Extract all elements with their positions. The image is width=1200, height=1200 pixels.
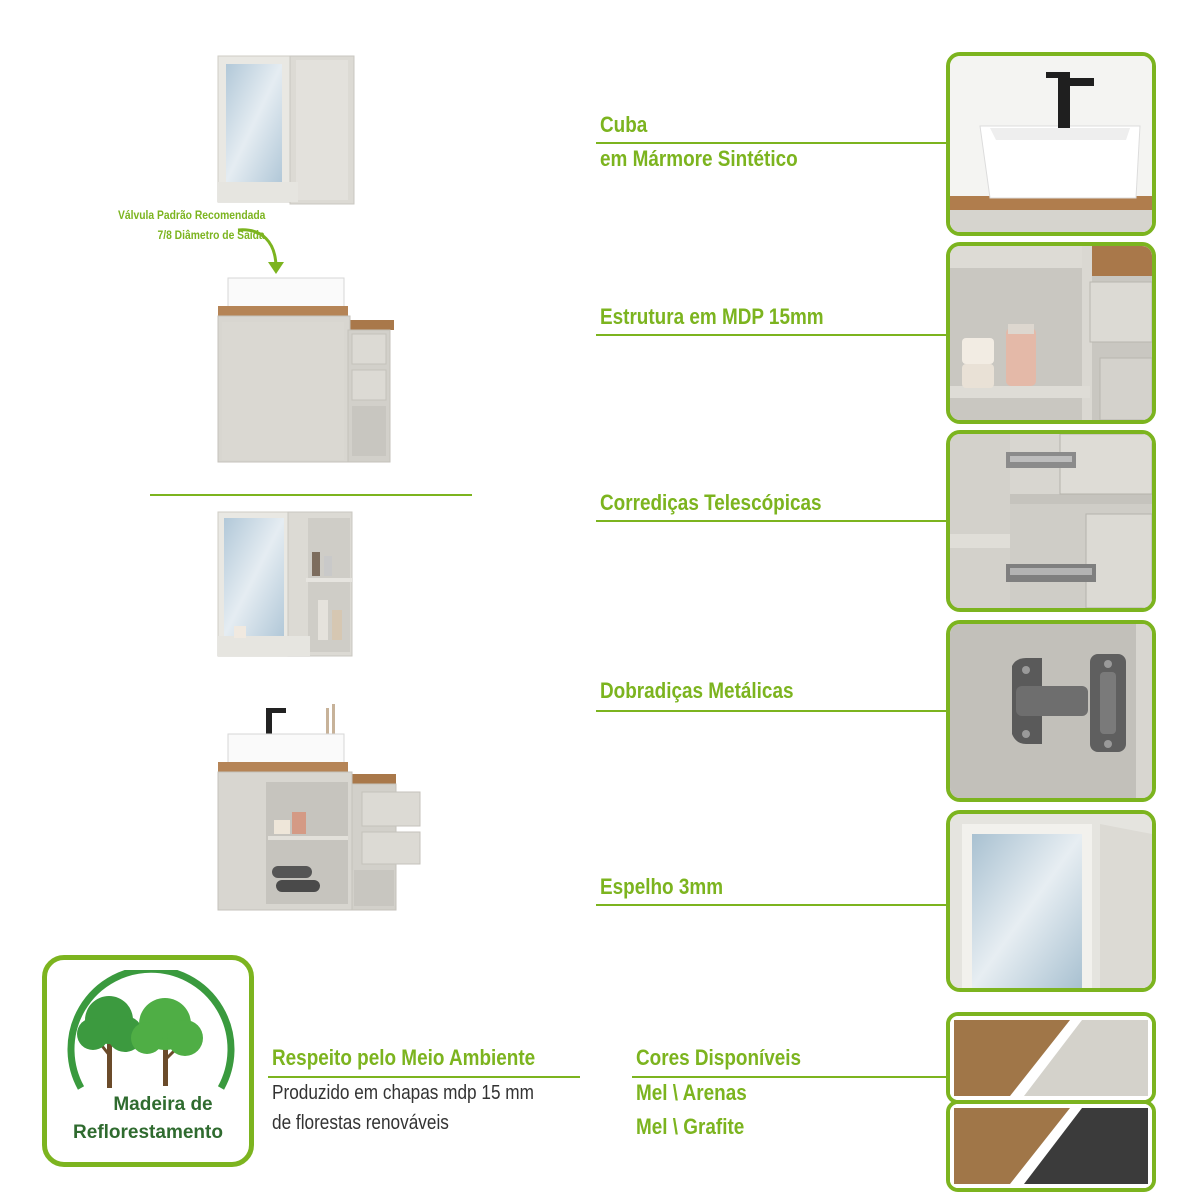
- vanity-open: [217, 704, 421, 911]
- product-illustrations-drawing: [150, 55, 472, 911]
- drawer-slides-image: [950, 434, 1152, 608]
- feature-estrutura-title: Estrutura em MDP 15mm: [600, 304, 824, 329]
- feature-cuba-line: [596, 142, 948, 144]
- mirror-cabinet-open: [217, 511, 353, 657]
- eco-title: Respeito pelo Meio Ambiente: [272, 1045, 536, 1070]
- product-illustrations: [140, 40, 480, 940]
- sink-image: [950, 56, 1152, 232]
- feature-corredicas-line: [596, 520, 948, 522]
- color-option-mel-grafite: Mel \ Grafite: [636, 1114, 745, 1139]
- feature-corredicas-title: Corrediças Telescópicas: [600, 490, 822, 515]
- color-option-mel-arenas: Mel \ Arenas: [636, 1080, 747, 1105]
- feature-cuba-title: Cuba: [600, 112, 648, 137]
- swatch-mel-grafite-graphic: [950, 1104, 1152, 1188]
- swatch-mel-grafite: [946, 1100, 1156, 1192]
- eco-text-line1: Produzido em chapas mdp 15 mm: [272, 1082, 534, 1104]
- valve-note-line1: Válvula Padrão Recomendada: [117, 208, 265, 222]
- feature-espelho-photo: [946, 810, 1156, 992]
- trees-icon: [67, 970, 235, 1090]
- feature-cuba-subtitle: em Mármore Sintético: [600, 146, 798, 171]
- swatch-mel-arenas: [946, 1012, 1156, 1104]
- badge-line1: Madeira de: [113, 1094, 213, 1115]
- feature-cuba-photo: [946, 52, 1156, 236]
- mirror-image: [950, 814, 1152, 988]
- eco-line: [268, 1076, 580, 1078]
- feature-corredicas-photo: [946, 430, 1156, 612]
- badge-line2: Reflorestamento: [73, 1122, 223, 1143]
- colors-line: [632, 1076, 948, 1078]
- feature-estrutura-line: [596, 334, 948, 336]
- feature-espelho-title: Espelho 3mm: [600, 874, 724, 899]
- hinge-image: [950, 624, 1152, 798]
- valve-note-line2: 7/8 Diâmetro de Saída: [157, 228, 265, 242]
- feature-espelho-line: [596, 904, 948, 906]
- structure-image: [950, 246, 1152, 420]
- eco-text-line2: de florestas renováveis: [272, 1112, 449, 1134]
- feature-estrutura-photo: [946, 242, 1156, 424]
- feature-dobradicas-title: Dobradiças Metálicas: [600, 678, 794, 703]
- mirror-cabinet-closed: [217, 55, 355, 205]
- swatch-mel-arenas-graphic: [950, 1016, 1152, 1100]
- vanity-closed: [217, 277, 394, 463]
- arrow-down-icon: [237, 228, 284, 274]
- reforestation-badge: Madeira de Reflorestamento: [42, 955, 254, 1167]
- feature-dobradicas-photo: [946, 620, 1156, 802]
- feature-dobradicas-line: [596, 710, 948, 712]
- colors-title: Cores Disponíveis: [636, 1045, 802, 1070]
